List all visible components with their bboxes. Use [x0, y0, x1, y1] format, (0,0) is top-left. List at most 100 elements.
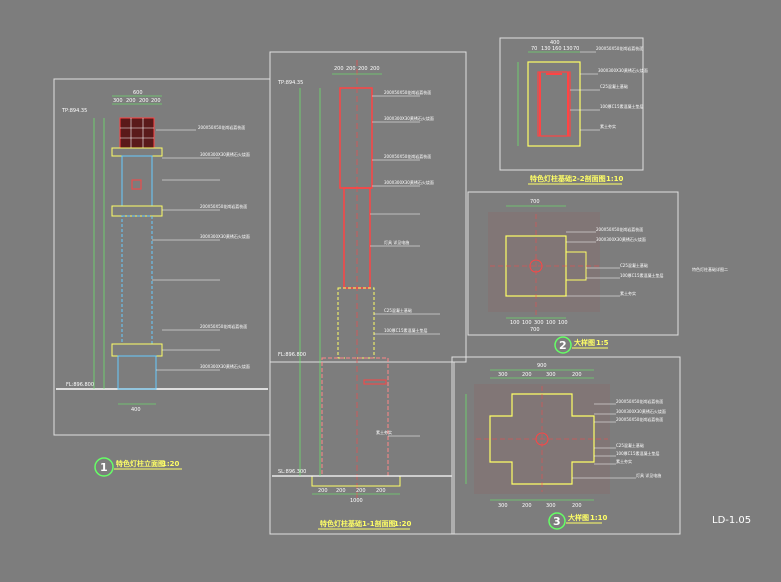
- d3-leaders: [572, 403, 636, 479]
- s22-dim-1: 70: [531, 46, 537, 52]
- section-top-dim-2: 200: [346, 66, 356, 72]
- section-frame-lower: [269, 361, 455, 535]
- d2-bottom-dim-2: 100: [522, 320, 532, 326]
- detail-3-view: 900 300 200 300 200 300 200 300 200 200X…: [451, 356, 681, 535]
- elevation-scale: 1:20: [162, 460, 180, 468]
- elevation-note-a: 200X50X50花岗岩荔枝面: [198, 124, 245, 130]
- d3-bottom-dim-4: 200: [572, 503, 582, 509]
- s22-note-c: C25混凝土基础: [600, 83, 628, 89]
- d3-top-dim-2: 200: [522, 372, 532, 378]
- s22-note-b: 300X300X30黄锈石火烧面: [598, 67, 648, 73]
- section-top-dim-1: 200: [334, 66, 344, 72]
- section-leaders: [370, 95, 440, 437]
- detail-3-frame: [451, 356, 681, 535]
- view-number-1: 1: [100, 461, 108, 474]
- section-top-dim-4: 200: [370, 66, 380, 72]
- elevation-bottom-dim: 400: [131, 407, 141, 413]
- d3-note-a: 200X50X50花岗岩荔枝面: [616, 398, 663, 404]
- elevation-dim-3: 200: [139, 98, 149, 104]
- d2-bottom-dim-3: 300: [534, 320, 544, 326]
- d2-note-e: 素土夯实: [620, 290, 636, 296]
- d2-top-dim: 700: [530, 199, 540, 205]
- detail-2-view: 700 100 100 300 100 100 700 200X50X50花岗岩…: [467, 191, 728, 354]
- elevation-note-f: 300X300X30黄锈石火烧面: [200, 363, 250, 369]
- elevation-dim-2: 200: [126, 98, 136, 104]
- section-bottom-dim-4: 200: [376, 488, 386, 494]
- detail-3-scale: 1:10: [590, 514, 608, 522]
- s22-dim-2: 130: [541, 46, 551, 52]
- section-note-f: 100厚C15素混凝土垫层: [384, 327, 428, 333]
- view-number-circle-2: [554, 336, 572, 354]
- sheet-number: LD-1.05: [712, 515, 751, 526]
- section-2-2-view: 400 70 130 160 130 70 200X50X50花岗岩荔枝面 30…: [499, 37, 648, 185]
- column-base: [111, 343, 163, 357]
- section-2-2-title: 特色灯柱基础2-2剖面图: [530, 174, 606, 183]
- d3-note-f: 素土夯实: [616, 458, 632, 464]
- column-plinth: [117, 355, 157, 390]
- marker-square: [131, 179, 142, 190]
- d3-top-dim-1: 300: [498, 372, 508, 378]
- elevation-note-b: 300X300X30黄锈石火烧面: [200, 151, 250, 157]
- detail-2-frame: [467, 191, 679, 336]
- section-level-base: SL:896.300: [278, 469, 306, 475]
- section-frame-upper: [269, 51, 467, 363]
- s22-dim-5: 70: [573, 46, 579, 52]
- s22-outer: [527, 61, 581, 147]
- d3-note-d: C25混凝土基础: [616, 442, 644, 448]
- d3-note-c: 200X50X50花岗岩荔枝面: [616, 416, 663, 422]
- elevation-note-d: 300X300X30黄锈石火烧面: [200, 233, 250, 239]
- elevation-leaders: [152, 129, 220, 371]
- s22-inner: [537, 71, 571, 137]
- s22-note-a: 200X50X50花岗岩荔枝面: [596, 45, 643, 51]
- d3-note-e: 100厚C15素混凝土垫层: [616, 450, 660, 456]
- s22-dim-3: 160: [552, 46, 562, 52]
- d3-bottom-dim-2: 200: [522, 503, 532, 509]
- section-footing: [321, 357, 389, 477]
- d3-bottom-dim-3: 300: [546, 503, 556, 509]
- s22-note-e: 素土夯实: [600, 123, 616, 129]
- section-1-1-title: 特色灯柱基础1-1剖面图: [320, 519, 396, 528]
- section-note-e: C25混凝土基础: [384, 307, 412, 313]
- d2-note-b: 300X300X30黄锈石火烧面: [596, 236, 646, 242]
- d3-top-dim-4: 200: [572, 372, 582, 378]
- elevation-level-base: FL:896.800: [66, 382, 94, 388]
- d2-note-c: C25混凝土基础: [620, 262, 648, 268]
- d3-top-dim-3: 300: [546, 372, 556, 378]
- d2-bottom-dim-5: 100: [558, 320, 568, 326]
- lamp-grid: [120, 118, 154, 148]
- column-shaft-lower: [121, 215, 153, 345]
- elevation-note-e: 200X50X50花岗岩荔枝面: [200, 323, 247, 329]
- d3-cross-outline: [489, 393, 595, 485]
- section-level-mid: FL:896.800: [278, 352, 306, 358]
- lamp-head: [119, 117, 155, 149]
- section-bottom-dim-1: 200: [318, 488, 328, 494]
- s22-dim-4: 130: [563, 46, 573, 52]
- elevation-note-c: 200X50X50花岗岩荔枝面: [200, 203, 247, 209]
- elevation-level-top: TP:894.35: [61, 108, 87, 114]
- s22-leaders: [570, 51, 600, 131]
- elevation-title: 特色灯柱立面图: [116, 459, 165, 468]
- d3-bottom-dim-1: 300: [498, 503, 508, 509]
- detail-3-title: 大样图: [568, 513, 589, 522]
- elevation-view: 600 300 200 200 200 400 TP:894.35 FL:896…: [53, 78, 271, 477]
- section-2-2-scale: 1:10: [606, 175, 624, 183]
- view-number-circle-3: [548, 512, 566, 530]
- section-anchor-bar: [363, 379, 387, 385]
- d2-total-dim: 700: [530, 327, 540, 333]
- column-cap: [111, 147, 163, 157]
- d2-hatch-area: [488, 212, 600, 312]
- section-1-1-view: 200 200 200 200 200 200 200 200 1000 TP:…: [269, 51, 467, 535]
- s22-note-d: 100厚C15素混凝土垫层: [600, 103, 644, 109]
- section-column-top: [339, 87, 373, 189]
- section-level-top: TP:894.35: [277, 80, 303, 86]
- elevation-dim-4: 200: [151, 98, 161, 104]
- section-2-2-frame: [499, 37, 644, 171]
- section-top-dim-3: 200: [358, 66, 368, 72]
- section-note-d: 300X300X30黄锈石火烧面: [384, 179, 434, 185]
- d3-note-b: 300X300X30黄锈石火烧面: [616, 408, 666, 414]
- section-note-lamp: 灯具 详见电施: [384, 239, 409, 245]
- section-total-dim: 1000: [350, 498, 363, 504]
- s22-total-dim: 400: [550, 40, 560, 46]
- view-number-3: 3: [553, 515, 561, 528]
